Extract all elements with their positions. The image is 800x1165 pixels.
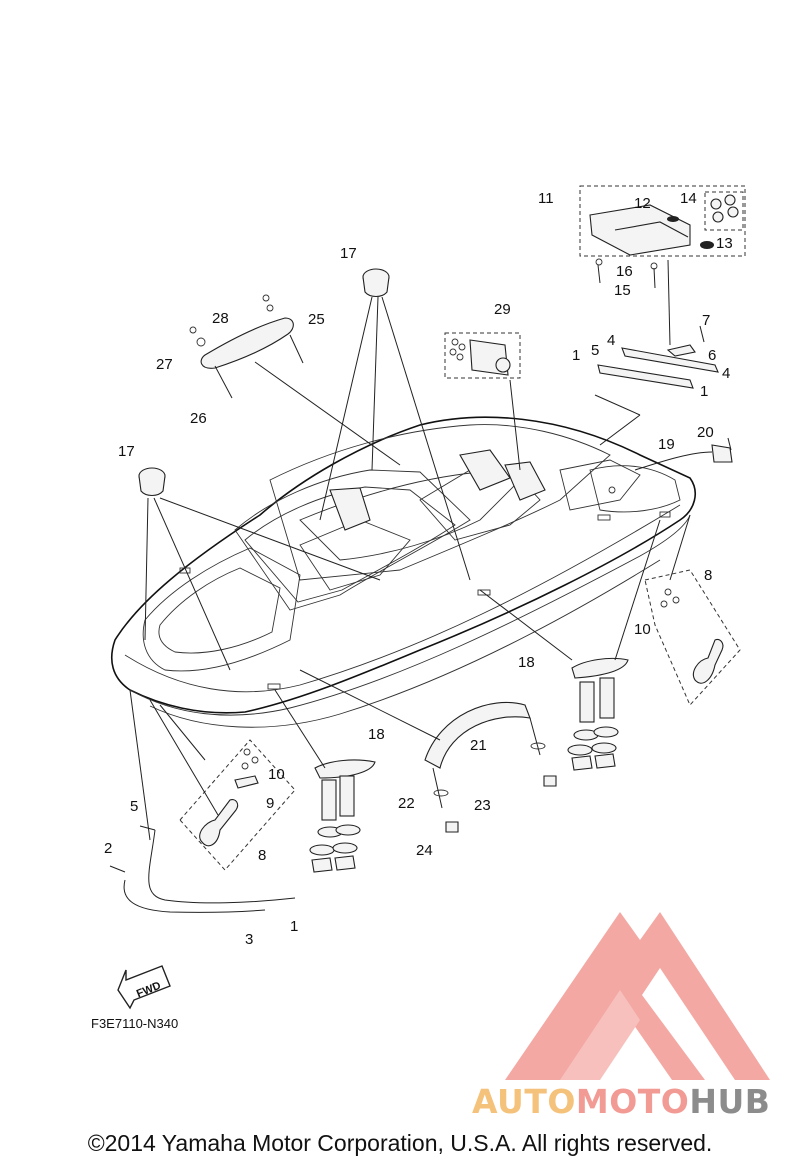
- part-11-assembly: [579, 185, 746, 289]
- label-27: 27: [156, 356, 173, 373]
- part-number-labels: 11 12 14 13 16 15 17 29 28 25 27 26 7 4 …: [104, 190, 733, 948]
- label-4-top: 4: [607, 332, 615, 349]
- label-18-right: 18: [518, 654, 535, 671]
- label-26: 26: [190, 410, 207, 427]
- label-7: 7: [702, 312, 710, 329]
- label-24: 24: [416, 842, 433, 859]
- part-29-assembly: [444, 332, 521, 379]
- label-17-top: 17: [340, 245, 357, 262]
- cleat-part-18-front: [309, 759, 376, 873]
- automotohub-logo-mark: [505, 912, 770, 1080]
- label-15: 15: [614, 282, 631, 299]
- label-14: 14: [680, 190, 697, 207]
- cleat-part-18-rear: [567, 657, 629, 771]
- label-19: 19: [658, 436, 675, 453]
- forward-arrow-icon: FWD: [117, 965, 171, 1010]
- watermark-word-auto: AUTO: [472, 1082, 576, 1121]
- label-1-right-a: 1: [572, 347, 580, 364]
- boat-hull: [111, 416, 696, 728]
- tow-bar-part-21: [424, 701, 557, 833]
- label-6: 6: [708, 347, 716, 364]
- copyright-notice: ©2014 Yamaha Motor Corporation, U.S.A. A…: [87, 1130, 713, 1156]
- label-17-left: 17: [118, 443, 135, 460]
- label-11: 11: [538, 190, 554, 207]
- leader-lines: [129, 259, 691, 841]
- grab-handle-part-25: [189, 294, 304, 399]
- label-9: 9: [266, 795, 274, 812]
- label-8-right: 8: [704, 567, 712, 584]
- label-10-front: 10: [268, 766, 285, 783]
- label-22: 22: [398, 795, 415, 812]
- part-4-rails: [597, 325, 719, 389]
- cup-holder-part-17: [138, 268, 390, 497]
- label-8-front: 8: [258, 847, 266, 864]
- label-1-right-b: 1: [700, 383, 708, 400]
- label-23: 23: [474, 797, 491, 814]
- label-3: 3: [245, 931, 253, 948]
- watermark-word-hub: HUB: [689, 1082, 771, 1121]
- label-5-front: 5: [130, 798, 138, 815]
- eye-hook-part-8-rear: [644, 569, 741, 706]
- label-5-top: 5: [591, 342, 599, 359]
- label-12: 12: [634, 195, 651, 212]
- diagram-code: F3E7110-N340: [91, 1016, 179, 1031]
- label-4-right: 4: [722, 365, 730, 382]
- label-18-front: 18: [368, 726, 385, 743]
- label-13: 13: [716, 235, 733, 252]
- label-29: 29: [494, 301, 511, 318]
- label-10-right: 10: [634, 621, 651, 638]
- label-25: 25: [308, 311, 325, 328]
- part-19-20-cable: [634, 437, 733, 471]
- hose-parts-1-3: [109, 825, 296, 913]
- watermark-word-moto: MOTO: [575, 1082, 690, 1121]
- label-20: 20: [697, 424, 714, 441]
- label-28: 28: [212, 310, 229, 327]
- label-2: 2: [104, 840, 112, 857]
- label-1-front: 1: [290, 918, 298, 935]
- label-21: 21: [470, 737, 487, 754]
- watermark-wordmark: AUTOMOTOHUB: [472, 1082, 770, 1121]
- eye-hook-part-8-front: [179, 739, 296, 871]
- label-16: 16: [616, 263, 633, 280]
